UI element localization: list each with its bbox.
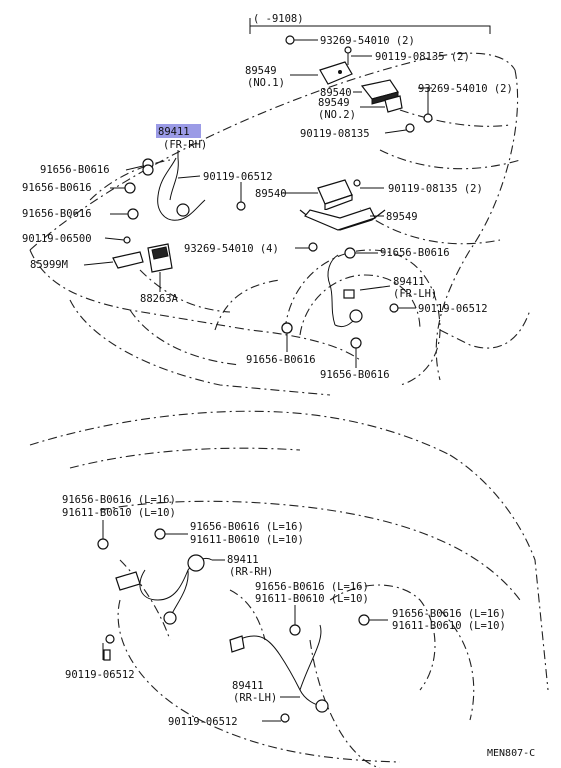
rear-body-outline <box>29 410 549 768</box>
label-85999m: 85999M <box>30 259 68 271</box>
label-93269-right: 93269-54010 (2) <box>418 83 513 95</box>
label-90119-06512-c: 90119-06512 <box>65 669 135 681</box>
label-91656-d: 91656-B0616 <box>380 247 450 259</box>
label-89549-no1: 89549 <box>245 65 277 77</box>
airbag-sensor-upper <box>319 46 433 133</box>
diagram-code: MEN807-C <box>487 748 535 759</box>
range-label: ( -9108) <box>253 13 304 25</box>
label-90119-06500: 90119-06500 <box>22 233 92 245</box>
label-89411-fr-lh: 89411 <box>393 276 425 288</box>
label-89411-rr-lh-sub: (RR-LH) <box>233 692 277 704</box>
label-88263a: 88263A <box>140 293 179 305</box>
label-90119-06512-b: 90119-06512 <box>418 303 488 315</box>
fr-lh-harness <box>281 247 399 349</box>
label-89540-a: 89540 <box>320 87 352 99</box>
label-91656-f: 91656-B0616 <box>320 369 390 381</box>
label-rr-left-2: 91611-B0610 (L=10) <box>62 507 176 519</box>
label-91656-e: 91656-B0616 <box>246 354 316 366</box>
label-89411-fr-rh: 89411 <box>158 126 190 138</box>
label-90119-08135: 90119-08135 <box>300 128 370 140</box>
part-labels: 93269-54010 (2) 90119-08135 (2) 89549 (N… <box>22 35 535 759</box>
label-89549-no1-sub: (NO.1) <box>247 77 285 89</box>
label-89411-fr-rh-sub: (FR-RH) <box>163 139 207 151</box>
range-bracket: ( -9108) <box>249 13 491 34</box>
label-89411-rr-rh-sub: (RR-RH) <box>229 566 273 578</box>
label-rr-r-1: 91656-B0616 (L=16) <box>392 608 506 620</box>
label-90119-06512-d: 90119-06512 <box>168 716 238 728</box>
label-90119-08135-2a: 90119-08135 (2) <box>375 51 470 63</box>
label-91656-c: 91656-B0616 <box>22 208 92 220</box>
label-89411-rr-rh: 89411 <box>227 554 259 566</box>
label-rr-r-2: 91611-B0610 (L=10) <box>392 620 506 632</box>
label-rr-mid-1: 91656-B0616 (L=16) <box>190 521 304 533</box>
label-93269-4: 93269-54010 (4) <box>184 243 279 255</box>
label-rr-left-1: 91656-B0616 (L=16) <box>62 494 176 506</box>
fr-rh-harness <box>112 157 246 292</box>
label-93269-top: 93269-54010 (2) <box>320 35 415 47</box>
label-90119-06512-a: 90119-06512 <box>203 171 273 183</box>
label-91656-b: 91656-B0616 <box>22 182 92 194</box>
highlight-89411 <box>156 124 201 138</box>
label-89549-b: 89549 <box>386 211 418 223</box>
label-90119-08135-2b: 90119-08135 (2) <box>388 183 483 195</box>
label-rr-c-1: 91656-B0616 (L=16) <box>255 581 369 593</box>
leader-lines <box>83 35 432 722</box>
airbag-sensor-mid <box>299 179 386 252</box>
washer-symbols <box>97 164 370 636</box>
label-89549-no2-sub: (NO.2) <box>318 109 356 121</box>
rr-rh-harness <box>98 529 213 661</box>
label-89411-fr-lh-sub: (FR-LH) <box>393 288 437 300</box>
label-89540-b: 89540 <box>255 188 287 200</box>
front-body-outline <box>29 52 531 396</box>
label-rr-mid-2: 91611-B0610 (L=10) <box>190 534 304 546</box>
label-91656-a: 91656-B0616 <box>40 164 110 176</box>
label-89549-no2: 89549 <box>318 97 350 109</box>
label-89411-rr-lh: 89411 <box>232 680 264 692</box>
label-rr-c-2: 91611-B0610 (L=10) <box>255 593 369 605</box>
